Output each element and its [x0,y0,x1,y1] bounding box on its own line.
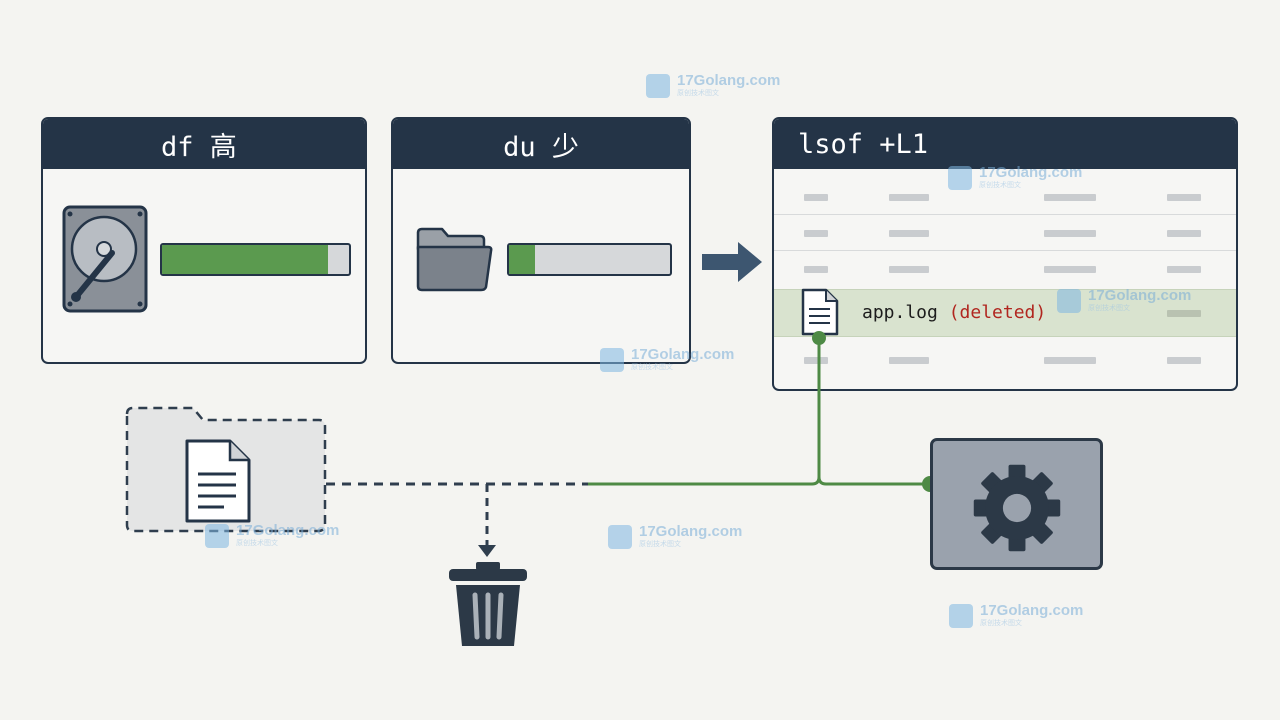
table-cell [1044,194,1096,201]
watermark-text: 17Golang.com [1088,287,1192,304]
lsof-panel: lsof +L1 app.log (deleted) [772,117,1238,391]
watermark-logo-icon [948,166,972,190]
du-usage-fill [509,245,535,274]
table-cell [1167,357,1201,364]
table-cell [1167,310,1201,317]
table-cell [804,230,828,237]
du-title: du 少 [503,131,579,163]
lsof-panel-header: lsof +L1 [774,119,1236,169]
table-cell [1044,357,1096,364]
table-cell [804,357,828,364]
df-usage-bar [160,243,351,276]
watermark-subtext: 原创技术图文 [980,620,1022,627]
watermark-subtext: 原创技术图文 [979,182,1021,189]
hard-drive-icon [62,205,148,313]
watermark-text: 17Golang.com [639,523,743,540]
watermark-subtext: 原创技术图文 [677,90,719,97]
deleted-file-row: app.log (deleted) [774,288,1236,337]
lsof-title: lsof +L1 [798,128,929,160]
document-icon [185,439,251,523]
table-cell [1167,194,1201,201]
table-cell [804,194,828,201]
row-divider [774,214,1236,215]
du-panel: du 少 [391,117,691,364]
watermark-subtext: 原创技术图文 [1088,305,1130,312]
watermark-text: 17Golang.com [980,602,1084,619]
watermark-text: 17Golang.com [979,164,1083,181]
watermark-logo-icon [949,604,973,628]
df-panel-header: df 高 [43,119,365,169]
handle-dot [812,331,826,345]
du-panel-header: du 少 [393,119,689,169]
process-box [930,438,1103,570]
deleted-file-name: app.log [862,302,938,323]
table-cell [889,194,929,201]
drop-arrowhead [478,545,496,557]
watermark-text: 17Golang.com [677,72,781,89]
row-divider [774,250,1236,251]
watermark-logo-icon [600,348,624,372]
watermark-text: 17Golang.com [236,522,340,539]
watermark-logo-icon [608,525,632,549]
document-icon [801,288,839,336]
table-cell [804,266,828,273]
table-cell [889,230,929,237]
watermark-logo-icon [1057,289,1081,313]
table-cell [1044,266,1096,273]
folder-icon [416,227,493,292]
watermark-logo-icon [646,74,670,98]
arrow-right-icon [702,242,762,282]
deleted-file-status: (deleted) [948,302,1047,323]
table-cell [889,357,929,364]
watermark-text: 17Golang.com [631,346,735,363]
table-cell [889,266,929,273]
trash-icon [449,562,527,646]
process-link-line [817,476,930,486]
watermark-subtext: 原创技术图文 [236,540,278,547]
table-cell [1044,230,1096,237]
watermark-logo-icon [205,524,229,548]
df-title: df 高 [161,131,237,163]
watermark-subtext: 原创技术图文 [631,364,673,371]
watermark-subtext: 原创技术图文 [639,541,681,548]
du-usage-bar [507,243,672,276]
df-usage-fill [162,245,329,274]
table-cell [1167,230,1201,237]
df-panel: df 高 [41,117,367,364]
table-cell [1167,266,1201,273]
deleted-file-label: app.log (deleted) [862,302,1046,323]
gear-icon [973,464,1061,552]
